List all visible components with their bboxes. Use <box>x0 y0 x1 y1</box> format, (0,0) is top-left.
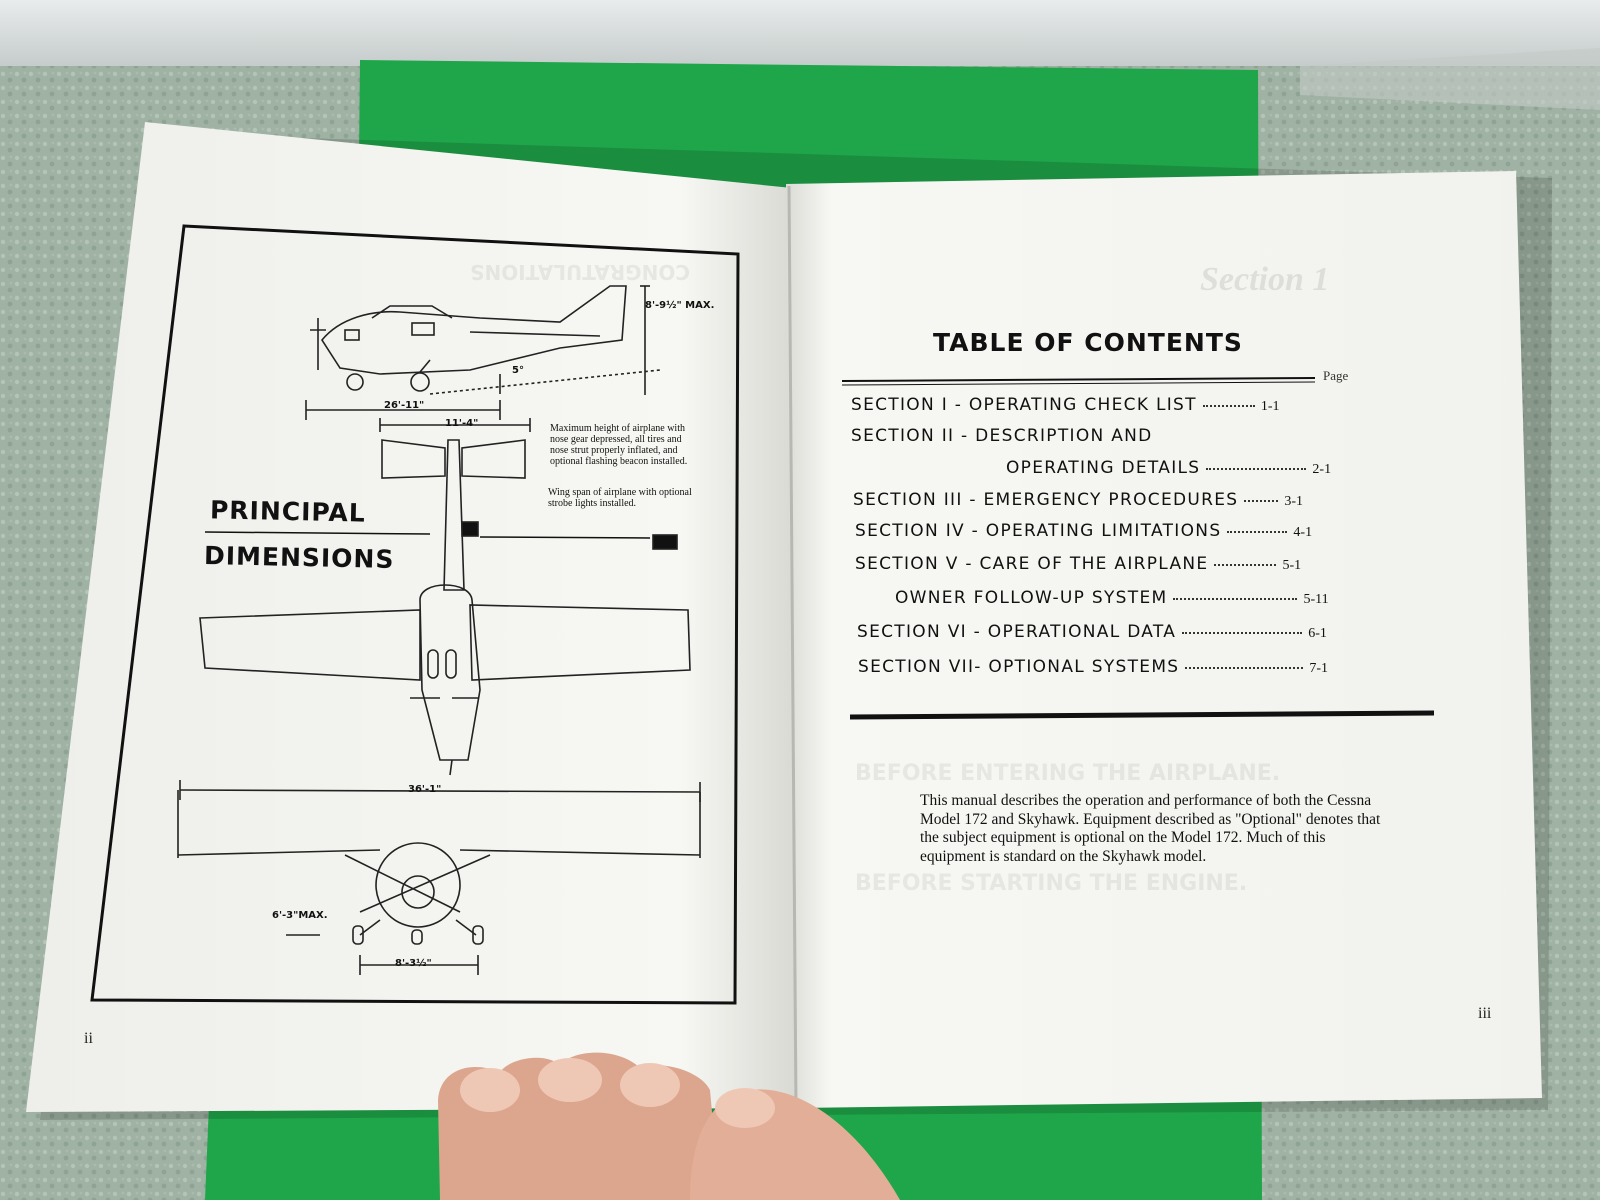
toc-entry-label: SECTION V - CARE OF THE AIRPLANE <box>855 554 1209 574</box>
toc-entry-label: SECTION III - EMERGENCY PROCEDURES <box>853 490 1239 510</box>
toc-entry-page: 1-1 <box>1260 399 1280 414</box>
toc-title: TABLE OF CONTENTS <box>933 328 1243 357</box>
toc-bottom-rule <box>849 710 1435 720</box>
toc-entry-label: SECTION IV - OPERATING LIMITATIONS <box>855 521 1222 541</box>
svg-text:BEFORE STARTING THE ENGINE.: BEFORE STARTING THE ENGINE. <box>855 871 1247 896</box>
toc-entry-page: 5-11 <box>1303 592 1329 607</box>
toc-entry-section-3[interactable]: SECTION III - EMERGENCY PROCEDURES 3-1 <box>853 490 1303 510</box>
right-page-paper <box>786 171 1542 1108</box>
left-page-paper <box>26 122 796 1112</box>
manual-intro-paragraph: This manual describes the operation and … <box>920 792 1381 865</box>
toc-entry-section-2-cont[interactable]: OPERATING DETAILS 2-1 <box>1006 458 1331 478</box>
toc-entry-owner-follow-up[interactable]: OWNER FOLLOW-UP SYSTEM 5-11 <box>895 588 1329 608</box>
toc-entry-label: SECTION VI - OPERATIONAL DATA <box>857 622 1177 642</box>
toc-entry-page: 7-1 <box>1309 661 1329 676</box>
diagram-frame <box>90 224 740 1005</box>
right-page-number: iii <box>1478 1005 1492 1022</box>
top-view-drawing <box>199 418 691 776</box>
toc-entry-section-2[interactable]: SECTION II - DESCRIPTION AND <box>851 426 1153 446</box>
wall-baseboard <box>0 0 1600 66</box>
svg-text:CONGRATULATIONS: CONGRATULATIONS <box>470 260 690 284</box>
toc-entry-label: SECTION VII- OPTIONAL SYSTEMS <box>858 657 1180 677</box>
toc-entry-label: OWNER FOLLOW-UP SYSTEM <box>895 588 1168 608</box>
svg-text:BEFORE ENTERING THE AIRPLANE.: BEFORE ENTERING THE AIRPLANE. <box>855 761 1280 786</box>
svg-text:Section 1: Section 1 <box>1200 261 1329 298</box>
toc-entry-page: 3-1 <box>1284 494 1304 509</box>
toc-entry-page: 2-1 <box>1312 462 1332 477</box>
toc-entry-label: SECTION I - OPERATING CHECK LIST <box>851 395 1197 415</box>
hand-thumbs <box>438 1052 900 1200</box>
front-view-drawing <box>177 780 701 975</box>
toc-entry-section-7[interactable]: SECTION VII- OPTIONAL SYSTEMS 7-1 <box>858 657 1328 677</box>
toc-entry-page: 6-1 <box>1308 626 1327 641</box>
toc-entry-page: 5-1 <box>1282 558 1302 573</box>
side-view-drawing <box>305 285 661 420</box>
toc-entry-section-5[interactable]: SECTION V - CARE OF THE AIRPLANE 5-1 <box>855 554 1301 574</box>
toc-page-column-label: Page <box>1323 368 1349 383</box>
toc-entry-section-1[interactable]: SECTION I - OPERATING CHECK LIST 1-1 <box>851 395 1280 415</box>
toc-entry-label: OPERATING DETAILS <box>1006 458 1201 478</box>
toc-entry-section-6[interactable]: SECTION VI - OPERATIONAL DATA 6-1 <box>857 622 1327 642</box>
toc-entry-section-4[interactable]: SECTION IV - OPERATING LIMITATIONS 4-1 <box>855 521 1312 541</box>
toc-entry-page: 4-1 <box>1293 525 1313 540</box>
toc-entry-label: SECTION II - DESCRIPTION AND <box>851 426 1153 446</box>
